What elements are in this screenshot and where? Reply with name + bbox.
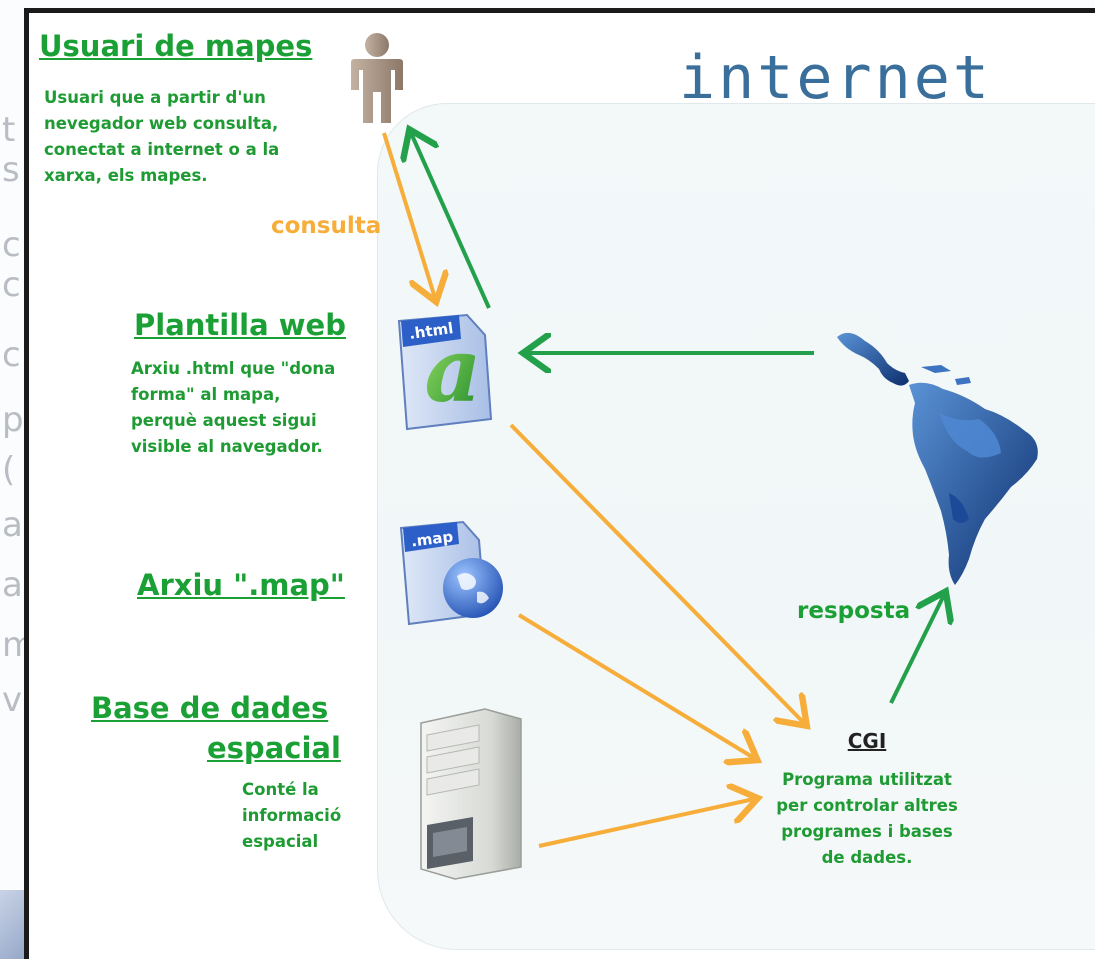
response-label: resposta [797, 598, 911, 624]
server-tower-icon [420, 708, 522, 880]
database-heading-line1: Base de dades [91, 691, 329, 725]
desc-line: perquè aquest sigui [131, 411, 317, 430]
internet-title: internet [679, 43, 992, 113]
database-description: Conté la informació espacial [242, 777, 341, 855]
mapfile-heading: Arxiu ".map" [137, 568, 345, 602]
background-glyph: c [2, 335, 21, 375]
desc-line: de dades. [821, 848, 913, 867]
desc-line: espacial [242, 832, 319, 851]
background-glyph: t [2, 110, 16, 150]
person-icon [351, 33, 403, 123]
map-file-icon: .map [393, 518, 518, 628]
background-glyph: ( [2, 450, 16, 490]
latin-america-map-icon [837, 332, 1038, 585]
background-glyph: p [2, 400, 24, 440]
cgi-description: Programa utilitzat per controlar altres … [757, 767, 977, 871]
arrow-mapfile-to-cgi [517, 613, 754, 758]
background-glyph: v [2, 680, 23, 720]
desc-line: visible al navegador. [131, 437, 323, 456]
desc-line: Programa utilitzat [782, 770, 952, 789]
desc-line: xarxa, els mapes. [44, 166, 208, 185]
user-heading: Usuari de mapes [39, 29, 313, 63]
database-heading-line2: espacial [207, 731, 341, 765]
arrow-database-to-cgi [538, 799, 754, 848]
arrow-template-to-cgi [509, 423, 804, 723]
svg-text:a: a [424, 318, 481, 422]
background-glyph: c [2, 225, 21, 265]
user-description: Usuari que a partir d'un nevegador web c… [44, 85, 279, 189]
arrow-query-user-to-template [382, 132, 435, 298]
template-heading: Plantilla web [134, 308, 346, 342]
desc-line: informació [242, 806, 342, 825]
diagram-panel: internet Usuari de mapes Usuari que a pa… [24, 8, 1095, 959]
arrow-template-to-user [411, 133, 491, 309]
desc-line: conectat a internet o a la [44, 140, 280, 159]
html-file-icon: a .html [391, 309, 516, 439]
background-glyph: a [2, 505, 23, 545]
background-glyph: c [2, 265, 21, 305]
desc-line: Usuari que a partir d'un [44, 88, 266, 107]
desc-line: Conté la [242, 780, 319, 799]
arrow-cgi-to-map [889, 595, 944, 704]
background-glyph: s [2, 150, 20, 190]
cgi-heading: CGI [847, 729, 887, 753]
desc-line: nevegador web consulta, [44, 114, 279, 133]
flow-arrows [382, 13, 1095, 848]
template-description: Arxiu .html que "dona forma" al mapa, pe… [131, 356, 335, 460]
desc-line: programes i bases [781, 822, 953, 841]
desc-line: Arxiu .html que "dona [131, 359, 336, 378]
desc-line: per controlar altres [776, 796, 958, 815]
desc-line: forma" al mapa, [131, 385, 281, 404]
query-label: consulta [271, 213, 382, 239]
background-glyph: a [2, 565, 23, 605]
